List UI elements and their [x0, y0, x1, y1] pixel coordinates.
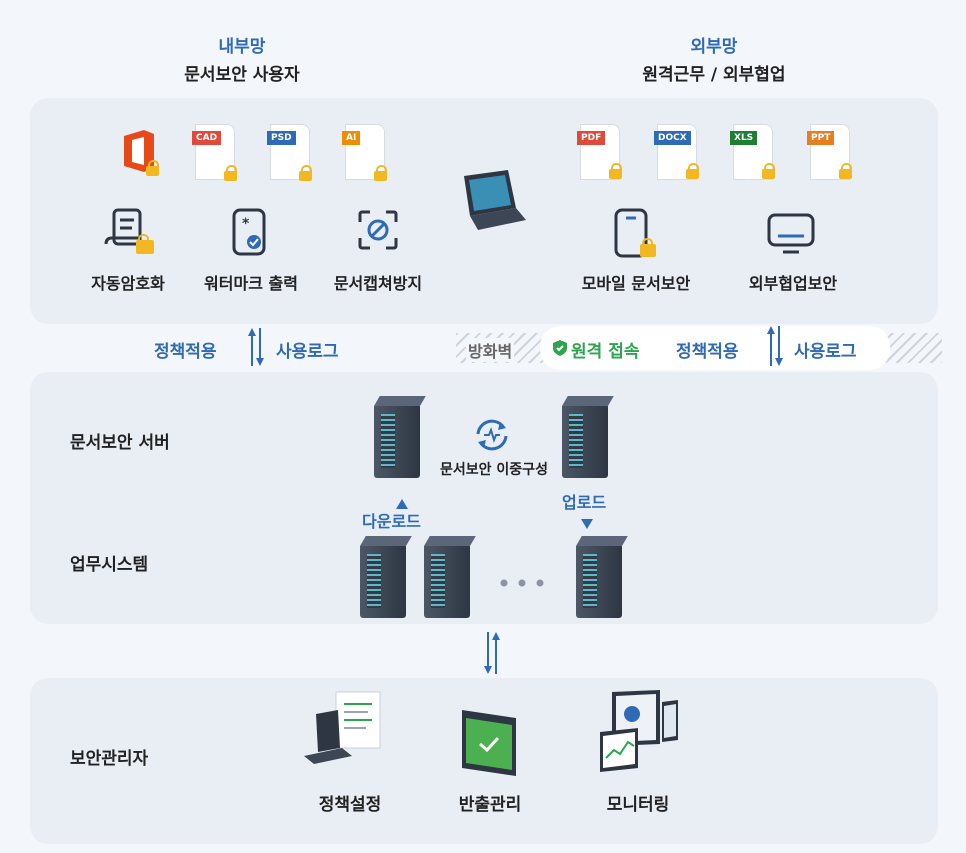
- download-arrow-icon: [396, 494, 408, 509]
- feature-capture-block: 문서캡쳐방지: [333, 274, 423, 293]
- left-policy-label: 정책적용: [154, 342, 217, 362]
- ellipsis-icon: [500, 572, 544, 587]
- right-sync-arrows-icon: [765, 324, 785, 368]
- left-sync-arrows-icon: [246, 326, 266, 368]
- watermark-icon: *: [230, 208, 270, 258]
- xls-file-icon: XLS: [730, 124, 775, 180]
- ppt-file-icon: PPT: [807, 124, 852, 180]
- upload-arrow-icon: [581, 514, 593, 529]
- docx-file-icon: DOCX: [654, 124, 699, 180]
- admin-item-monitoring: 모니터링: [606, 795, 670, 815]
- download-label: 다운로드: [362, 512, 421, 531]
- laptop-icon: [456, 168, 528, 236]
- admin-item-export: 반출관리: [458, 795, 522, 815]
- remote-access-pill: [540, 326, 890, 370]
- admin-label: 보안관리자: [70, 749, 149, 769]
- firewall-label: 방화벽: [466, 338, 515, 362]
- right-policy-label: 정책적용: [676, 342, 739, 362]
- left-log-label: 사용로그: [276, 342, 339, 362]
- server-panel: [30, 372, 938, 624]
- security-server-primary: [374, 404, 420, 478]
- business-server-1: [360, 544, 406, 618]
- internal-network-title: 내부망: [218, 37, 266, 57]
- security-server-label: 문서보안 서버: [70, 433, 170, 453]
- external-network-title: 외부망: [690, 37, 738, 57]
- policy-laptop-icon: [302, 690, 390, 768]
- office-icon: [120, 128, 159, 176]
- admin-sync-arrows-icon: [480, 630, 504, 676]
- svg-text:*: *: [242, 216, 250, 232]
- business-server-n: [576, 544, 622, 618]
- external-users-label: 원격근무 / 외부협업: [642, 65, 786, 85]
- ai-file-icon: AI: [342, 124, 387, 181]
- mobile-icon: [612, 208, 658, 260]
- auto-encrypt-icon: [104, 208, 154, 256]
- firewall-hatch-right: [880, 333, 942, 363]
- sync-cycle-icon: [472, 418, 512, 452]
- export-window-icon: [460, 706, 518, 778]
- pdf-file-icon: PDF: [577, 124, 622, 180]
- feature-mobile-security: 모바일 문서보안: [581, 274, 691, 293]
- upload-label: 업로드: [562, 493, 607, 512]
- monitoring-dashboard-icon: [598, 688, 682, 776]
- internal-users-label: 문서보안 사용자: [184, 65, 300, 85]
- redundancy-label: 문서보안 이중구성: [440, 462, 548, 478]
- feature-auto-encrypt: 자동암호화: [91, 274, 165, 293]
- admin-item-policy: 정책설정: [318, 795, 382, 815]
- capture-block-icon: [356, 208, 400, 252]
- remote-access-label: 원격 접속: [571, 342, 640, 362]
- psd-file-icon: PSD: [267, 124, 312, 181]
- business-system-label: 업무시스템: [70, 555, 149, 575]
- shield-icon: [553, 340, 567, 356]
- feature-watermark: 워터마크 출력: [204, 274, 298, 293]
- right-log-label: 사용로그: [794, 342, 857, 362]
- business-server-2: [424, 544, 470, 618]
- security-server-secondary: [562, 404, 608, 478]
- monitor-icon: [766, 212, 816, 256]
- feature-collab-security: 외부협업보안: [748, 274, 838, 293]
- cad-file-icon: CAD: [192, 124, 237, 181]
